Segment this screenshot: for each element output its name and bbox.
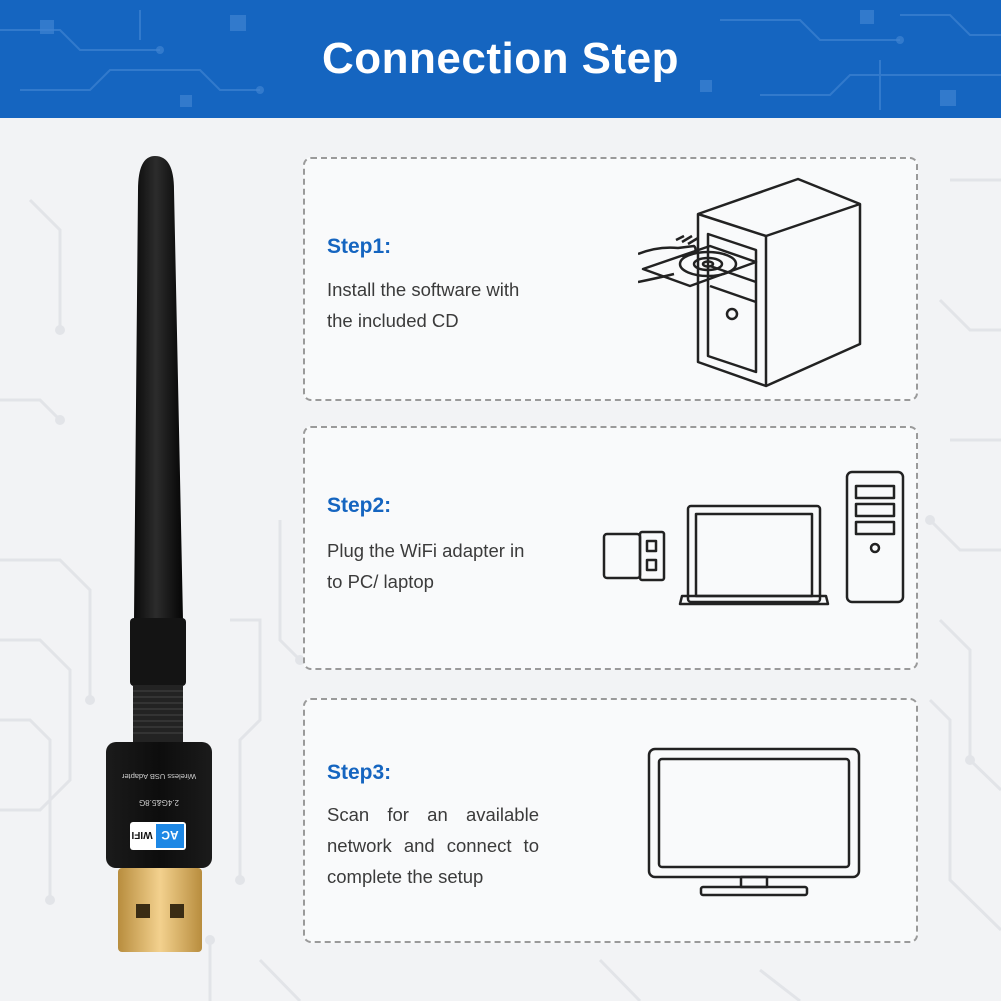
adapter-label-line2: 2.4G&5.8G xyxy=(139,798,179,807)
step-card-3: Step3: Scan for an available network and… xyxy=(303,698,918,943)
wifi-ac-badge: WIFI AC xyxy=(130,822,186,850)
wifi-adapter-image: Wireless USB Adapter 2.4G&5.8G WIFI AC xyxy=(106,156,212,952)
laptop-icon xyxy=(678,504,830,606)
desktop-tower-icon xyxy=(845,470,905,604)
page-title: Connection Step xyxy=(321,34,680,83)
step-2-title: Step2: xyxy=(327,494,392,517)
usb-adapter-icon xyxy=(602,532,642,580)
step-3-title: Step3: xyxy=(327,761,392,784)
adapter-label-line1: Wireless USB Adapter xyxy=(121,772,196,781)
header-banner: Connection Step xyxy=(0,0,1001,118)
badge-top-text: WIFI xyxy=(131,829,152,840)
header-circuit-pattern xyxy=(0,10,1001,110)
usb-laptop-desktop-icon xyxy=(602,470,905,606)
step-card-1: Step1: Install the software with the inc… xyxy=(303,157,918,401)
monitor-icon xyxy=(647,747,861,897)
step-2-description: Plug the WiFi adapter in to PC/ laptop xyxy=(327,540,525,592)
step-1-title: Step1: xyxy=(327,235,392,258)
step-1-description: Install the software with the included C… xyxy=(327,279,520,331)
badge-bottom-text: AC xyxy=(161,828,179,842)
pc-tower-cd-icon xyxy=(638,177,862,388)
step-3-description: Scan for an available network and connec… xyxy=(327,804,539,887)
step-card-2: Step2: Plug the WiFi adapter in to PC/ l… xyxy=(303,426,918,670)
